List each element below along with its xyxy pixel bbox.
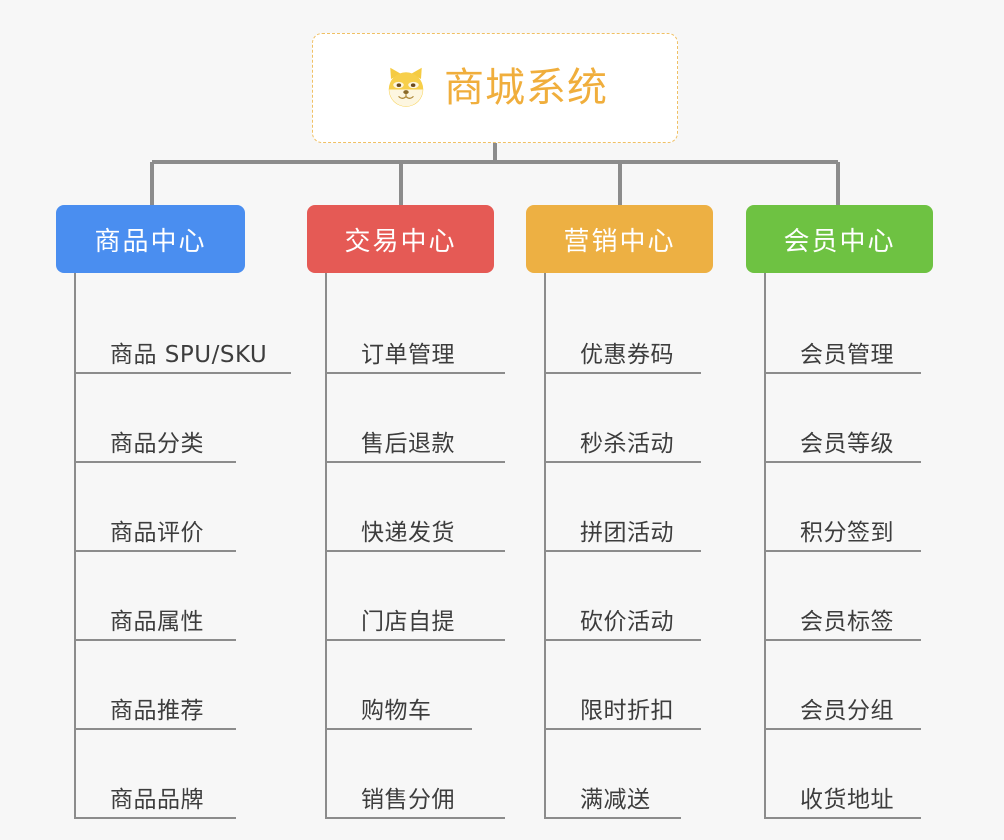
leaf-item-rule xyxy=(766,550,921,552)
leaf-item-rule xyxy=(327,550,505,552)
leaf-item-label: 拼团活动 xyxy=(580,520,674,546)
leaf-item[interactable]: 门店自提 xyxy=(327,552,515,641)
leaf-item[interactable]: 拼团活动 xyxy=(546,463,734,552)
leaf-item-rule xyxy=(766,639,921,641)
leaf-item[interactable]: 秒杀活动 xyxy=(546,374,734,463)
column-marketing-center: 营销中心优惠券码秒杀活动拼团活动砍价活动限时折扣满减送 xyxy=(526,205,734,819)
leaf-item-rule xyxy=(546,817,681,819)
category-header-member-center[interactable]: 会员中心 xyxy=(746,205,933,273)
column-trade-center: 交易中心订单管理售后退款快递发货门店自提购物车销售分佣 xyxy=(307,205,515,819)
leaf-item[interactable]: 优惠券码 xyxy=(546,285,734,374)
leaf-item-label: 砍价活动 xyxy=(580,609,674,635)
leaf-item-label: 积分签到 xyxy=(800,520,894,546)
leaf-item-label: 商品属性 xyxy=(110,609,204,635)
leaf-item-label: 商品分类 xyxy=(110,431,204,457)
leaf-list-member-center: 会员管理会员等级积分签到会员标签会员分组收货地址 xyxy=(764,273,954,819)
leaf-item-rule xyxy=(766,461,921,463)
leaf-item[interactable]: 积分签到 xyxy=(766,463,954,552)
leaf-item-rule xyxy=(546,550,701,552)
leaf-item-label: 会员等级 xyxy=(800,431,894,457)
category-header-label: 营销中心 xyxy=(563,226,676,257)
column-product-center: 商品中心商品 SPU/SKU 商品分类商品评价商品属性商品推荐商品品牌 xyxy=(56,205,291,819)
leaf-item-label: 满减送 xyxy=(580,787,651,813)
leaf-item[interactable]: 商品属性 xyxy=(76,552,289,641)
leaf-item-rule xyxy=(766,728,921,730)
leaf-item[interactable]: 订单管理 xyxy=(327,285,515,374)
category-header-trade-center[interactable]: 交易中心 xyxy=(307,205,494,273)
leaf-item[interactable]: 商品分类 xyxy=(76,374,289,463)
leaf-item[interactable]: 收货地址 xyxy=(766,730,954,819)
leaf-item-rule xyxy=(327,639,505,641)
leaf-item[interactable]: 商品推荐 xyxy=(76,641,289,730)
category-header-label: 商品中心 xyxy=(94,226,207,257)
leaf-item-label: 门店自提 xyxy=(361,609,455,635)
leaf-item-label: 优惠券码 xyxy=(580,342,674,368)
leaf-item-rule xyxy=(76,372,291,374)
root-node-mall-system[interactable]: 商城系统 xyxy=(312,33,678,143)
category-header-product-center[interactable]: 商品中心 xyxy=(56,205,245,273)
leaf-item-rule xyxy=(546,461,701,463)
leaf-item-label: 会员标签 xyxy=(800,609,894,635)
leaf-item-rule xyxy=(766,817,921,819)
leaf-item[interactable]: 会员管理 xyxy=(766,285,954,374)
leaf-item-rule xyxy=(327,817,505,819)
leaf-item[interactable]: 购物车 xyxy=(327,641,515,730)
leaf-item-label: 购物车 xyxy=(361,698,432,724)
leaf-item[interactable]: 销售分佣 xyxy=(327,730,515,819)
leaf-item-label: 商品 SPU/SKU xyxy=(110,342,268,368)
leaf-item-label: 售后退款 xyxy=(361,431,455,457)
leaf-item[interactable]: 商品 SPU/SKU xyxy=(76,285,291,374)
leaf-item[interactable]: 限时折扣 xyxy=(546,641,734,730)
leaf-item[interactable]: 售后退款 xyxy=(327,374,515,463)
leaf-item-label: 会员分组 xyxy=(800,698,894,724)
leaf-item-label: 会员管理 xyxy=(800,342,894,368)
category-header-label: 会员中心 xyxy=(783,226,896,257)
leaf-item[interactable]: 会员分组 xyxy=(766,641,954,730)
leaf-item-rule xyxy=(76,817,236,819)
leaf-item-rule xyxy=(327,372,505,374)
leaf-item[interactable]: 会员等级 xyxy=(766,374,954,463)
leaf-item-label: 限时折扣 xyxy=(580,698,674,724)
leaf-item[interactable]: 商品评价 xyxy=(76,463,289,552)
shiba-dog-icon xyxy=(382,64,430,112)
leaf-item-rule xyxy=(546,728,701,730)
leaf-item-rule xyxy=(76,550,236,552)
leaf-item[interactable]: 快递发货 xyxy=(327,463,515,552)
leaf-item-label: 销售分佣 xyxy=(361,787,455,813)
leaf-item-rule xyxy=(327,728,472,730)
leaf-item-rule xyxy=(546,639,701,641)
leaf-item-label: 商品推荐 xyxy=(110,698,204,724)
leaf-list-product-center: 商品 SPU/SKU 商品分类商品评价商品属性商品推荐商品品牌 xyxy=(74,273,291,819)
category-header-marketing-center[interactable]: 营销中心 xyxy=(526,205,713,273)
leaf-item-label: 订单管理 xyxy=(361,342,455,368)
leaf-item[interactable]: 砍价活动 xyxy=(546,552,734,641)
leaf-item[interactable]: 商品品牌 xyxy=(76,730,289,819)
category-header-label: 交易中心 xyxy=(344,226,457,257)
leaf-item-rule xyxy=(76,728,236,730)
root-title: 商城系统 xyxy=(444,65,608,111)
leaf-item-rule xyxy=(76,461,236,463)
leaf-list-marketing-center: 优惠券码秒杀活动拼团活动砍价活动限时折扣满减送 xyxy=(544,273,734,819)
leaf-item-label: 收货地址 xyxy=(800,787,894,813)
leaf-item-rule xyxy=(546,372,701,374)
leaf-item-label: 商品评价 xyxy=(110,520,204,546)
column-member-center: 会员中心会员管理会员等级积分签到会员标签会员分组收货地址 xyxy=(746,205,954,819)
leaf-item[interactable]: 满减送 xyxy=(546,730,734,819)
leaf-list-trade-center: 订单管理售后退款快递发货门店自提购物车销售分佣 xyxy=(325,273,515,819)
leaf-item-rule xyxy=(766,372,921,374)
leaf-item-rule xyxy=(76,639,236,641)
leaf-item[interactable]: 会员标签 xyxy=(766,552,954,641)
leaf-item-label: 快递发货 xyxy=(361,520,455,546)
leaf-item-label: 秒杀活动 xyxy=(580,431,674,457)
leaf-item-rule xyxy=(327,461,505,463)
leaf-item-label: 商品品牌 xyxy=(110,787,204,813)
